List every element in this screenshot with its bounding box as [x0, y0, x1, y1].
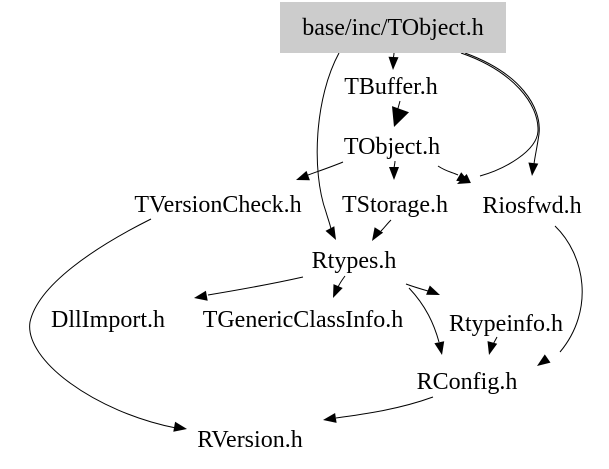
arrowhead-tobject-tversioncheck — [296, 170, 310, 181]
node-tstorage[interactable]: TStorage.h — [342, 192, 448, 218]
node-rversion[interactable]: RVersion.h — [197, 427, 303, 453]
edge-riosfwd-rconfig — [554, 225, 583, 353]
edge-base-inc-tobject-rtypes — [316, 52, 340, 230]
arrowhead-rtypes-tgenericclassinfo — [333, 284, 343, 298]
arrowhead-rtypeinfo-rconfig — [487, 341, 498, 355]
edge-base-inc-tobject-tstorage — [460, 52, 539, 177]
edge-rtypes-tgenericclassinfo — [337, 275, 346, 288]
edge-tobject-riosfwd — [437, 165, 459, 176]
arrowhead-tobject-riosfwd — [456, 172, 470, 183]
edge-rtypes-rconfig — [408, 287, 440, 343]
arrowhead-tversioncheck-rversion — [173, 421, 187, 432]
edge-rtypes-rtypeinfo — [405, 283, 429, 292]
arrowhead-tstorage-rtypes — [372, 227, 384, 241]
arrowhead-rconfig-rversion — [323, 413, 337, 423]
edge-tobject-tversioncheck — [307, 161, 344, 176]
arrowhead-tbuffer-tobject — [392, 106, 409, 127]
node-riosfwd[interactable]: Riosfwd.h — [482, 193, 582, 219]
arrowhead-rtypes-dllimport — [194, 290, 208, 301]
node-tgenericclassinfo[interactable]: TGenericClassInfo.h — [202, 307, 404, 333]
edge-rtypes-dllimport — [207, 276, 304, 296]
node-rconfig[interactable]: RConfig.h — [416, 369, 518, 395]
node-rtypeinfo[interactable]: Rtypeinfo.h — [449, 311, 563, 337]
arrowhead-riosfwd-rconfig — [537, 354, 551, 366]
arrowhead-rtypes-rconfig — [434, 341, 445, 355]
node-tobject[interactable]: TObject.h — [343, 134, 441, 160]
node-base-inc-tobject[interactable]: base/inc/TObject.h — [280, 2, 506, 53]
edge-tstorage-rtypes — [380, 219, 392, 232]
arrowhead-base-inc-tobject-rtypes — [325, 226, 336, 240]
edge-base-inc-tobject-riosfwd — [464, 52, 540, 165]
arrowhead-base-inc-tobject-riosfwd — [528, 162, 539, 176]
node-rtypes[interactable]: Rtypes.h — [311, 248, 397, 274]
edge-tversioncheck-rversion — [29, 218, 177, 429]
arrowhead-rtypes-rtypeinfo — [426, 285, 440, 295]
node-dllimport[interactable]: DllImport.h — [51, 307, 165, 333]
node-tbuffer[interactable]: TBuffer.h — [344, 74, 438, 100]
edge-rconfig-rversion — [335, 396, 434, 419]
node-tversioncheck[interactable]: TVersionCheck.h — [134, 192, 302, 218]
arrowhead-tobject-tstorage — [389, 167, 399, 180]
arrowhead-base-inc-tobject-tbuffer — [388, 56, 399, 70]
